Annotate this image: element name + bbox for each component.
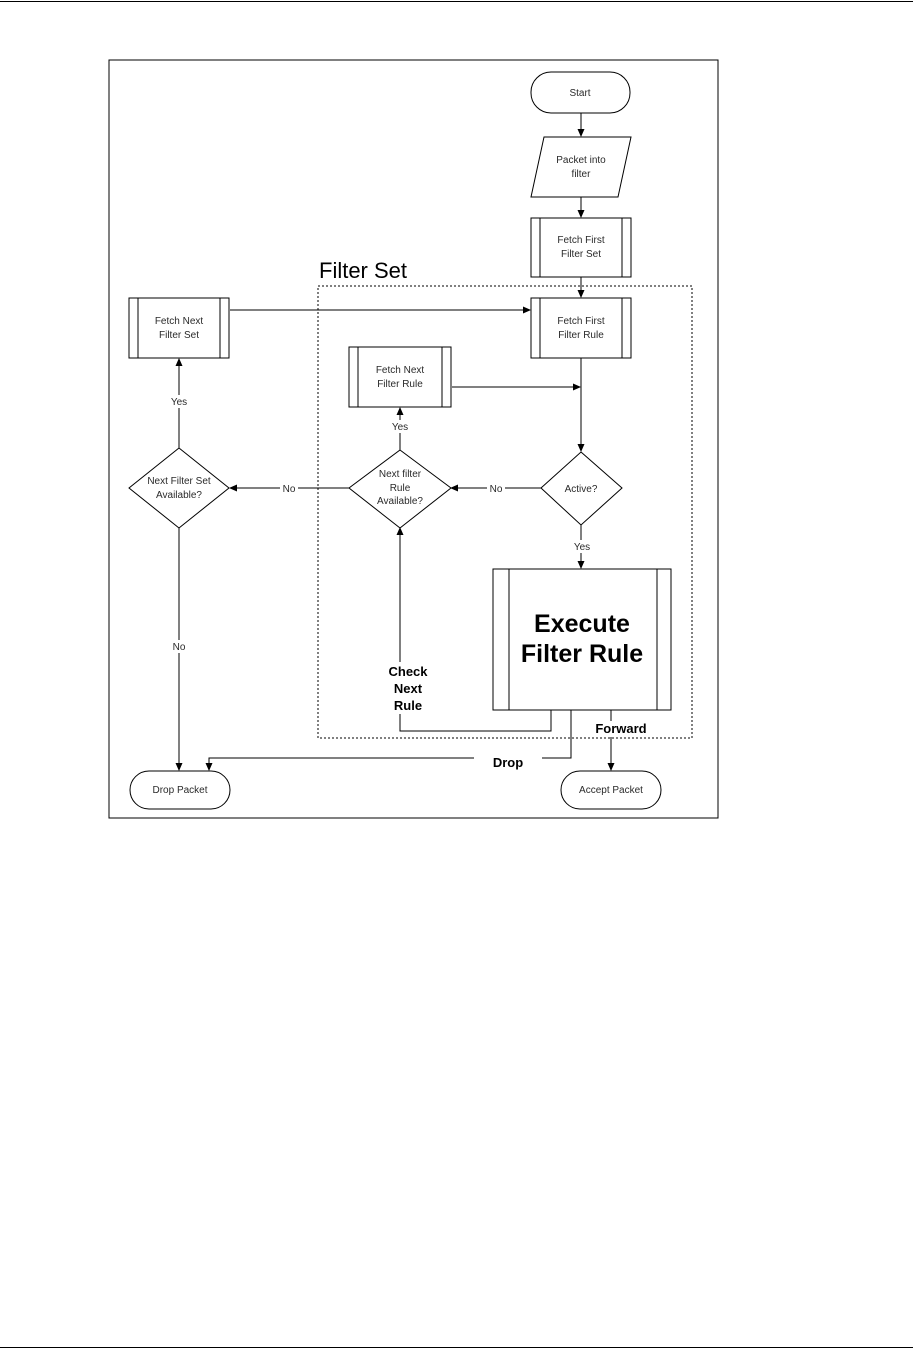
label-check-next-rule-line-1: Check — [388, 664, 428, 679]
filter-set-group-title: Filter Set — [319, 258, 407, 283]
label-rule-available-yes: Yes — [392, 422, 408, 433]
fetch-next-filter-set-label-line-1: Fetch Next — [155, 316, 204, 327]
accept-packet-label: Accept Packet — [579, 785, 643, 796]
drop-packet-label: Drop Packet — [152, 785, 207, 796]
label-active-no: No — [490, 484, 503, 495]
drop-packet-node: Drop Packet — [130, 771, 230, 809]
packet-into-filter-node: Packet into filter — [531, 137, 631, 197]
label-forward: Forward — [595, 721, 646, 736]
fetch-first-filter-rule-node: Fetch First Filter Rule — [531, 298, 631, 358]
fetch-first-filter-set-node: Fetch First Filter Set — [531, 218, 631, 277]
start-node-label: Start — [569, 88, 590, 99]
next-filter-set-available-label-line-2: Available? — [156, 490, 202, 501]
fetch-first-filter-set-label-line-2: Filter Set — [561, 249, 601, 260]
execute-filter-rule-node: Execute Filter Rule — [493, 569, 671, 710]
start-node: Start — [531, 72, 630, 113]
execute-filter-rule-label-line-1: Execute — [534, 610, 630, 638]
fetch-first-filter-rule-label-line-1: Fetch First — [557, 316, 604, 327]
active-decision-label: Active? — [565, 484, 598, 495]
label-drop: Drop — [493, 755, 523, 770]
label-check-next-rule-line-3: Rule — [394, 698, 422, 713]
fetch-next-filter-rule-label-line-2: Filter Rule — [377, 379, 423, 390]
fetch-next-filter-set-node: Fetch Next Filter Set — [129, 298, 229, 358]
fetch-first-filter-set-label-line-1: Fetch First — [557, 235, 604, 246]
next-filter-set-available-label-line-1: Next Filter Set — [147, 476, 211, 487]
label-check-next-rule-line-2: Next — [394, 681, 423, 696]
accept-packet-node: Accept Packet — [561, 771, 661, 809]
label-rule-available-no: No — [283, 484, 296, 495]
packet-into-filter-label-line-1: Packet into — [556, 155, 606, 166]
packet-into-filter-label-line-2: filter — [572, 169, 592, 180]
next-filter-rule-available-label-line-1: Next filter — [379, 469, 422, 480]
fetch-next-filter-rule-label-line-1: Fetch Next — [376, 365, 425, 376]
fetch-first-filter-rule-label-line-2: Filter Rule — [558, 330, 604, 341]
fetch-next-filter-rule-node: Fetch Next Filter Rule — [349, 347, 451, 407]
execute-filter-rule-label-line-2: Filter Rule — [521, 640, 643, 668]
label-set-available-no: No — [173, 642, 186, 653]
label-set-available-yes: Yes — [171, 397, 187, 408]
fetch-next-filter-set-label-line-2: Filter Set — [159, 330, 199, 341]
next-filter-rule-available-label-line-3: Available? — [377, 496, 423, 507]
next-filter-rule-available-label-line-2: Rule — [390, 483, 411, 494]
label-active-yes: Yes — [574, 542, 590, 553]
